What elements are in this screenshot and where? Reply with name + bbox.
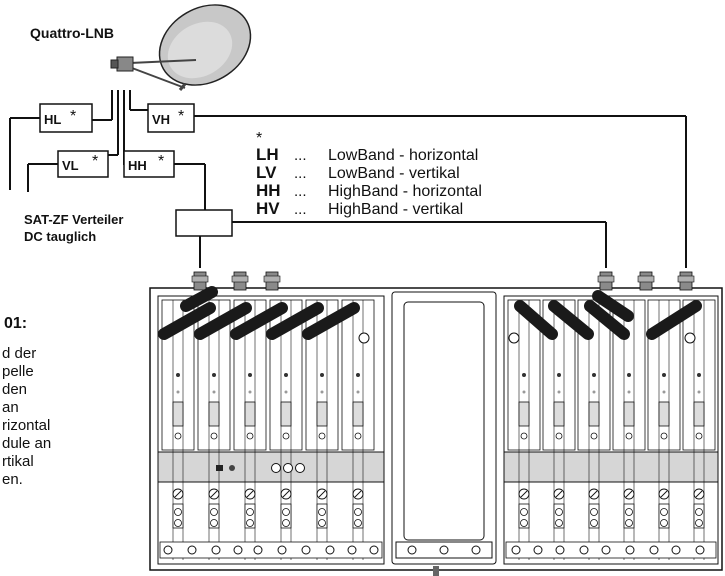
socket-icon bbox=[352, 401, 364, 427]
side-note-line-6: dule an bbox=[2, 435, 51, 452]
side-note-line-4: an bbox=[2, 399, 19, 416]
legend-desc-lv: LowBand - vertikal bbox=[328, 165, 460, 182]
legend-asterisk: * bbox=[256, 130, 262, 147]
socket-icon bbox=[553, 401, 565, 427]
jumper-band bbox=[266, 302, 324, 340]
jumper-band bbox=[514, 300, 558, 340]
switch-box-lv-mark: * bbox=[92, 153, 98, 170]
legend-dots-hh: ... bbox=[294, 183, 307, 200]
socket-icon bbox=[588, 401, 600, 427]
legend-code-lv: LV bbox=[256, 163, 277, 182]
switch-box-lh-label: HL bbox=[44, 112, 61, 127]
switch-box-hv-label: VH bbox=[152, 112, 170, 127]
legend-code-hv: HV bbox=[256, 199, 280, 218]
legend-dots-lv: ... bbox=[294, 165, 307, 182]
switch-output-cables bbox=[9, 115, 687, 268]
jumper-band bbox=[548, 300, 594, 340]
status-led-icon bbox=[284, 373, 288, 377]
band-legend: * LH ... LowBand - horizontal LV ... Low… bbox=[256, 130, 482, 218]
jumper-band bbox=[180, 286, 218, 312]
module-slots bbox=[159, 299, 717, 560]
status-led-icon bbox=[356, 373, 360, 377]
side-note-line-7: rtikal bbox=[2, 453, 34, 470]
socket-icon bbox=[280, 401, 292, 427]
jumper-band bbox=[158, 302, 216, 340]
satellite-dish-icon bbox=[110, 4, 252, 91]
f-connectors bbox=[191, 271, 695, 291]
status-led-icon bbox=[697, 373, 701, 377]
switch-box-hh-mark: * bbox=[158, 153, 164, 170]
side-note-line-5: rizontal bbox=[2, 417, 50, 434]
legend-dots-lh: ... bbox=[294, 147, 307, 164]
legend-desc-lh: LowBand - horizontal bbox=[328, 147, 478, 164]
socket-icon bbox=[518, 401, 530, 427]
legend-dots-hv: ... bbox=[294, 201, 307, 218]
switch-box-hv: VH * bbox=[147, 103, 195, 133]
socket-icon bbox=[623, 401, 635, 427]
jumper-band bbox=[230, 302, 288, 340]
socket-icon bbox=[693, 401, 705, 427]
legend-code-hh: HH bbox=[256, 181, 281, 200]
knob-icon bbox=[295, 463, 305, 473]
jumper-band bbox=[194, 302, 252, 340]
switch-box-lh-mark: * bbox=[70, 108, 76, 125]
switch-box-hv-mark: * bbox=[178, 108, 184, 125]
splitter-label-line2: DC tauglich bbox=[24, 229, 96, 244]
status-led-icon bbox=[592, 373, 596, 377]
status-led-icon bbox=[248, 373, 252, 377]
legend-desc-hh: HighBand - horizontal bbox=[328, 183, 482, 200]
legend-code-lh: LH bbox=[256, 145, 279, 164]
status-led-icon bbox=[662, 373, 666, 377]
socket-icon bbox=[244, 401, 256, 427]
side-note-line-2: pelle bbox=[2, 363, 34, 380]
psu-terminals bbox=[395, 541, 493, 559]
jumper-band bbox=[592, 290, 634, 322]
switch-box-lv: VL * bbox=[57, 150, 109, 178]
switch-box-lv-label: VL bbox=[62, 158, 79, 173]
side-note-line-3: den bbox=[2, 381, 27, 398]
side-note-title: 01: bbox=[4, 315, 27, 332]
switch-box-hh-label: HH bbox=[128, 158, 147, 173]
knob-icon bbox=[283, 463, 293, 473]
knob-icon bbox=[271, 463, 281, 473]
socket-icon bbox=[658, 401, 670, 427]
sat-if-splitter bbox=[175, 209, 233, 237]
switch-box-lh: HL * bbox=[39, 103, 93, 133]
socket-icon bbox=[208, 401, 220, 427]
side-note-line-1: d der bbox=[2, 345, 36, 362]
status-led-icon bbox=[627, 373, 631, 377]
status-led-icon bbox=[320, 373, 324, 377]
status-led-icon bbox=[557, 373, 561, 377]
left-panel-controls bbox=[216, 463, 305, 473]
side-note: 01: d der pelle den an rizontal dule an … bbox=[2, 315, 51, 488]
socket-icon bbox=[316, 401, 328, 427]
jumper-cables bbox=[158, 286, 702, 340]
power-supply-unit bbox=[391, 291, 497, 565]
left-control-panel bbox=[157, 451, 385, 483]
switch-box-hh: HH * bbox=[123, 150, 175, 178]
led-indicator-icon bbox=[216, 465, 223, 471]
status-led-icon bbox=[212, 373, 216, 377]
splitter-label-line1: SAT-ZF Verteiler bbox=[24, 212, 123, 227]
jumper-band bbox=[646, 300, 702, 340]
legend-desc-hv: HighBand - vertikal bbox=[328, 201, 463, 218]
right-control-panel bbox=[503, 451, 719, 483]
jumper-band bbox=[584, 300, 630, 340]
socket-icon bbox=[172, 401, 184, 427]
jumper-band bbox=[302, 302, 360, 340]
lnb-label: Quattro-LNB bbox=[30, 25, 114, 41]
status-led-icon bbox=[176, 373, 180, 377]
status-led-icon bbox=[522, 373, 526, 377]
side-note-line-8: en. bbox=[2, 471, 23, 488]
